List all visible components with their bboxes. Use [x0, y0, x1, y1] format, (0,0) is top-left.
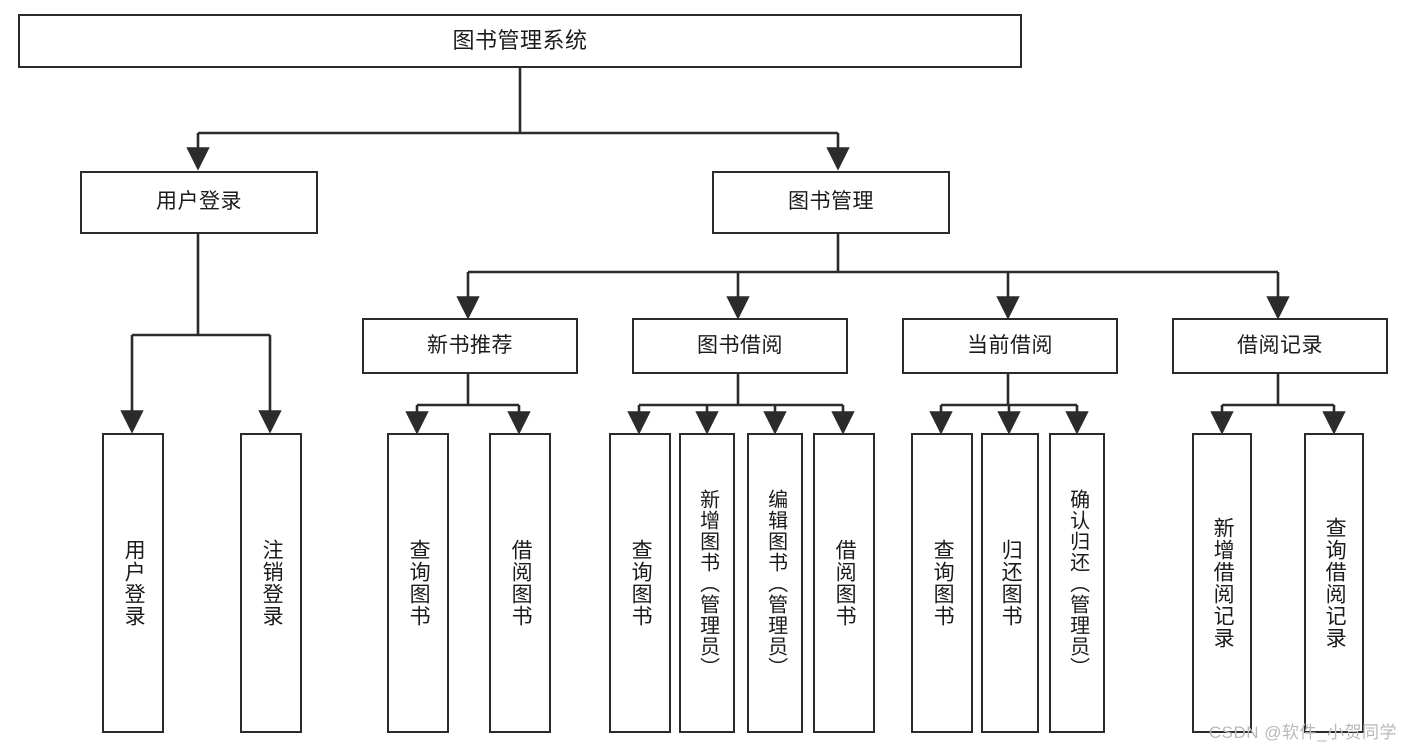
node-leaf-add-book-admin[interactable]: 新增图书（管理员） — [679, 433, 735, 733]
node-leaf-confirm-return-admin[interactable]: 确认归还（管理员） — [1049, 433, 1105, 733]
watermark-text: CSDN @软件_小贺同学 — [1208, 723, 1397, 742]
node-label: 新增图书（管理员） — [696, 488, 719, 678]
node-label: 编辑图书（管理员） — [764, 488, 787, 678]
node-label: 查询图书 — [407, 539, 431, 627]
node-label: 图书借阅 — [697, 333, 783, 357]
node-book-borrow[interactable]: 图书借阅 — [632, 318, 848, 374]
node-label: 当前借阅 — [967, 333, 1053, 357]
node-leaf-query-borrow-record[interactable]: 查询借阅记录 — [1304, 433, 1364, 733]
node-label: 确认归还（管理员） — [1066, 488, 1089, 678]
node-book-management[interactable]: 图书管理 — [712, 171, 950, 234]
node-leaf-user-logout[interactable]: 注销登录 — [240, 433, 302, 733]
node-user-login[interactable]: 用户登录 — [80, 171, 318, 234]
node-label: 归还图书 — [999, 539, 1023, 627]
node-leaf-add-borrow-record[interactable]: 新增借阅记录 — [1192, 433, 1252, 733]
node-label: 图书管理 — [788, 190, 874, 214]
node-label: 借阅图书 — [833, 539, 857, 627]
node-borrow-record[interactable]: 借阅记录 — [1172, 318, 1388, 374]
node-leaf-borrow-book-new-book[interactable]: 借阅图书 — [489, 433, 551, 733]
node-leaf-edit-book-admin[interactable]: 编辑图书（管理员） — [747, 433, 803, 733]
node-label: 查询图书 — [629, 539, 653, 627]
node-leaf-query-book-current[interactable]: 查询图书 — [911, 433, 973, 733]
node-label: 新增借阅记录 — [1211, 517, 1235, 649]
node-label: 借阅图书 — [509, 539, 533, 627]
node-leaf-query-book-new-book[interactable]: 查询图书 — [387, 433, 449, 733]
node-leaf-borrow-book-borrow[interactable]: 借阅图书 — [813, 433, 875, 733]
node-label: 图书管理系统 — [452, 28, 588, 54]
node-label: 注销登录 — [260, 539, 284, 627]
node-label: 用户登录 — [122, 539, 146, 627]
node-leaf-user-login[interactable]: 用户登录 — [102, 433, 164, 733]
node-label: 用户登录 — [156, 190, 242, 214]
node-leaf-query-book-borrow[interactable]: 查询图书 — [609, 433, 671, 733]
node-label: 新书推荐 — [427, 333, 513, 357]
node-current-borrow[interactable]: 当前借阅 — [902, 318, 1118, 374]
node-leaf-return-book[interactable]: 归还图书 — [981, 433, 1039, 733]
node-label: 查询图书 — [931, 539, 955, 627]
node-label: 借阅记录 — [1237, 333, 1323, 357]
node-label: 查询借阅记录 — [1323, 517, 1347, 649]
node-new-book-recommend[interactable]: 新书推荐 — [362, 318, 578, 374]
node-root-book-management-system[interactable]: 图书管理系统 — [18, 14, 1022, 68]
